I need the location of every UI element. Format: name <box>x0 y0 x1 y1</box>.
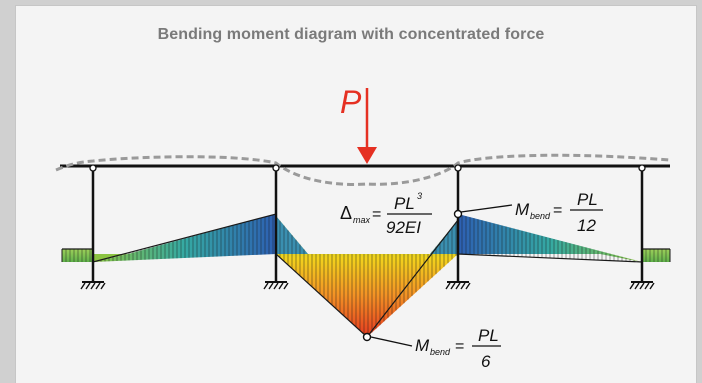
delta-subscript: max <box>353 215 371 225</box>
support-moment-subscript: bend <box>530 211 551 221</box>
support-moment-denominator: 12 <box>577 216 596 235</box>
max-moment-marker-load <box>362 332 372 342</box>
load-moment-symbol: M <box>415 336 430 355</box>
support-3 <box>445 164 471 290</box>
diagram-title: Bending moment diagram with concentrated… <box>157 26 545 43</box>
moment-diagram <box>61 213 671 338</box>
moment-band-right <box>642 249 670 262</box>
delta-symbol: Δ <box>340 203 352 223</box>
moment-band-left <box>62 249 93 262</box>
support-moment-formula: M bend = PL 12 <box>515 190 603 235</box>
load-moment-formula: M bend = PL 6 <box>415 326 501 371</box>
load-moment-numerator: PL <box>478 326 499 345</box>
delta-numerator: PL <box>394 194 415 213</box>
supports <box>80 164 655 290</box>
load-moment-equals: = <box>455 338 464 355</box>
delta-denominator: 92EI <box>386 218 421 237</box>
point-load: P <box>340 84 377 164</box>
load-moment-denominator: 6 <box>481 352 491 371</box>
support-1 <box>80 164 106 290</box>
max-moment-marker-support <box>453 209 463 219</box>
support-moment-numerator: PL <box>577 190 598 209</box>
load-moment-subscript: bend <box>430 347 451 357</box>
delta-exponent: 3 <box>417 191 422 201</box>
deflected-shape <box>55 153 671 186</box>
support-moment-symbol: M <box>515 200 530 219</box>
moment-region-left-span <box>93 214 276 262</box>
support-4 <box>629 164 655 290</box>
delta-equals: = <box>372 206 381 223</box>
load-label: P <box>340 84 362 120</box>
moment-region-middle-span <box>276 216 458 337</box>
deflection-formula: Δ max = PL 3 92EI <box>340 191 432 237</box>
support-2 <box>263 164 289 290</box>
support-moment-equals: = <box>553 202 562 219</box>
